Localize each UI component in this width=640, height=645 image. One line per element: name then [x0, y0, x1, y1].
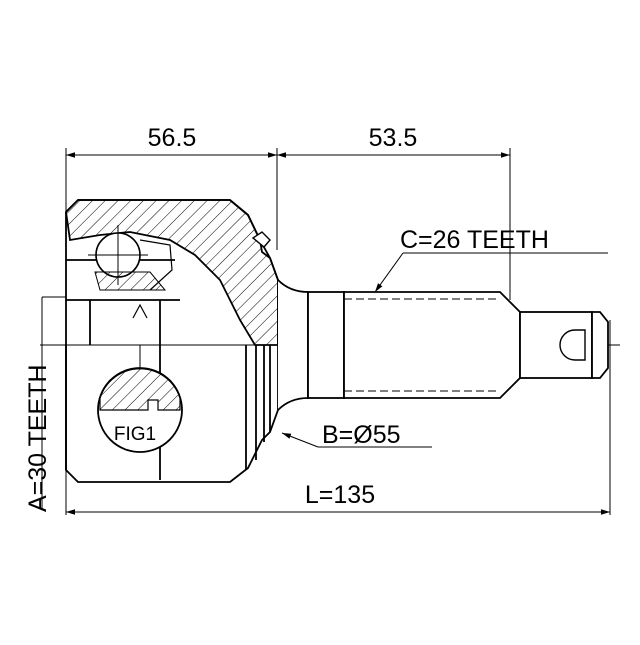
boot-clamp: [251, 231, 271, 248]
dim-width-left-label: 56.5: [148, 124, 197, 152]
fig1-label: FIG1: [114, 424, 156, 445]
dim-teeth-a-label: A=30 TEETH: [24, 364, 52, 512]
dim-diameter-b-label: B=Ø55: [322, 421, 401, 449]
outer-race-housing: [65, 199, 279, 483]
leader-diameter-b-diag: [281, 432, 319, 448]
leader-spline-c-diag: [374, 252, 404, 293]
dim-width-right-label: 53.5: [369, 124, 418, 152]
fig1-detail: FIG1: [97, 303, 183, 453]
spline-shaft: [307, 291, 609, 399]
ball-and-cage: [88, 225, 173, 291]
dim-length-label: L=135: [305, 481, 375, 509]
housing-neck: [277, 279, 309, 411]
dim-spline-c-label: C=26 TEETH: [400, 226, 549, 254]
